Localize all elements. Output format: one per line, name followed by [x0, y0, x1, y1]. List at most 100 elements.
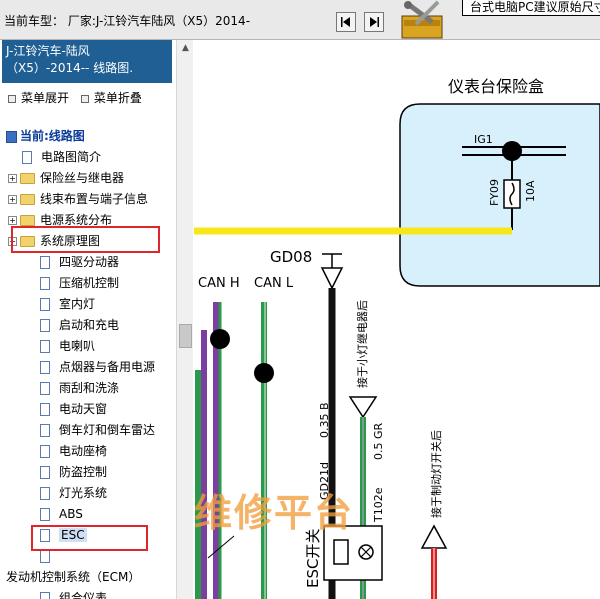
panel-title-line1: J-江铃汽车-陆风	[6, 44, 90, 58]
expand-icon[interactable]	[8, 94, 16, 103]
tree-item-label: 室内灯	[59, 297, 96, 311]
tree-item-label: 电动天窗	[59, 402, 108, 416]
esc-switch-label: ESC开关	[304, 529, 322, 588]
navigation-panel: J-江铃汽车-陆风 （X5）-2014-- 线路图. 菜单展开 菜单折叠 当前:…	[0, 40, 194, 599]
tree-item-label: 电源系统分布	[40, 213, 113, 227]
tree-item[interactable]: 倒车灯和倒车雷达	[40, 420, 155, 441]
top-note: 台式电脑PC建议原始尺寸浏览	[462, 0, 600, 16]
document-icon	[40, 319, 50, 332]
tree-item-power[interactable]: + 电源系统分布	[8, 210, 112, 231]
wire-label-t102e: T102e	[372, 487, 385, 523]
document-icon	[40, 382, 50, 395]
tree-item[interactable]: 压缩机控制	[40, 273, 119, 294]
tree-item[interactable]: 室内灯	[40, 294, 95, 315]
relay-note: 接于小灯继电器后	[356, 300, 369, 388]
tree-item[interactable]: 组合仪表	[40, 588, 107, 599]
tree-item-label: 电喇叭	[59, 339, 96, 353]
top-note-text: 台式电脑PC建议原始尺寸浏览	[470, 0, 600, 14]
tree-root-current[interactable]: 当前:线路图	[6, 126, 85, 147]
panel-header: J-江铃汽车-陆风 （X5）-2014-- 线路图.	[2, 40, 172, 83]
document-icon	[40, 445, 50, 458]
tree-item-fuses[interactable]: + 保险丝与继电器	[8, 168, 124, 189]
tree-item[interactable]: 防盗控制	[40, 462, 107, 483]
tree-item-label: 组合仪表	[59, 591, 108, 599]
tree-item[interactable]: 雨刮和洗涤	[40, 378, 119, 399]
tree-item-label: 线束布置与端子信息	[40, 192, 149, 206]
document-icon	[40, 298, 50, 311]
document-icon	[40, 529, 50, 542]
tree-item-ecm[interactable]: 发动机控制系统（ECM）	[6, 567, 140, 588]
fuse-box-shape	[399, 103, 600, 287]
wire-label-gd21d: GD21d	[318, 462, 331, 500]
tree-item[interactable]: 启动和充电	[40, 315, 119, 336]
expand-plus-icon[interactable]: +	[8, 216, 17, 225]
folder-icon	[20, 194, 35, 205]
menu-controls: 菜单展开 菜单折叠	[8, 89, 150, 106]
tree-item[interactable]: 电喇叭	[40, 336, 95, 357]
expand-plus-icon[interactable]: +	[8, 195, 17, 204]
book-icon	[6, 130, 17, 143]
fuse-circuit-label: IG1	[474, 133, 493, 146]
current-vehicle-label: 当前车型： 厂家:J-江铃汽车陆风（X5）2014-	[4, 14, 251, 28]
previous-arrow-icon	[341, 17, 350, 27]
next-button[interactable]	[364, 12, 384, 32]
scrollbar-thumb[interactable]	[179, 324, 192, 348]
previous-button[interactable]	[336, 12, 356, 32]
ground-label: GD08	[270, 248, 312, 266]
toolbox-logo	[394, 0, 456, 40]
document-icon	[40, 424, 50, 437]
tree-item-label: 电路图简介	[41, 150, 102, 164]
watermark-text: 维修平台	[194, 491, 355, 535]
can-h-label: CAN H	[198, 276, 240, 291]
top-bar: 当前车型： 厂家:J-江铃汽车陆风（X5）2014- 台式电脑PC建议原始尺寸浏…	[0, 0, 600, 40]
fuse-id-label: FY09	[488, 179, 501, 206]
document-icon	[22, 151, 32, 164]
folder-icon	[20, 173, 35, 184]
fuse-rating-label: 10A	[524, 180, 537, 202]
tree-item-abs[interactable]: ABS	[40, 504, 83, 525]
tree-item-harness[interactable]: + 线束布置与端子信息	[8, 189, 148, 210]
tree-item[interactable]: 电动天窗	[40, 399, 107, 420]
document-icon	[40, 508, 50, 521]
document-icon	[40, 256, 50, 269]
tree-item-label: 雨刮和洗涤	[59, 381, 120, 395]
tree-item[interactable]: 灯光系统	[40, 483, 107, 504]
tree-item-label-selected: ESC	[59, 528, 87, 542]
toolbox-icon	[401, 0, 443, 39]
menu-expand-button[interactable]: 菜单展开	[21, 91, 70, 105]
document-icon	[40, 361, 50, 374]
menu-collapse-button[interactable]: 菜单折叠	[93, 91, 142, 105]
junction-dot	[502, 141, 522, 161]
wiring-diagram: 仪表台保险盒 IG1 FY09 10A GD08 CAN H CAN L	[194, 77, 600, 599]
next-arrow-icon	[370, 17, 379, 27]
tree-item[interactable]: 点烟器与备用电源	[40, 357, 155, 378]
tree-item-label: 压缩机控制	[59, 276, 120, 290]
wiring-diagram-view: 仪表台保险盒 IG1 FY09 10A GD08 CAN H CAN L	[194, 40, 600, 599]
tree-item-label: 当前:线路图	[20, 129, 85, 143]
collapse-icon[interactable]	[80, 94, 89, 103]
tree-item-label: 保险丝与继电器	[40, 171, 125, 185]
highlight-box-esc	[31, 525, 148, 551]
tree-item[interactable]: 电动座椅	[40, 441, 107, 462]
tree-item-label: 启动和充电	[59, 318, 120, 332]
tree-item-esc[interactable]: ESC	[40, 525, 87, 546]
document-icon	[40, 403, 50, 416]
panel-title-line2: （X5）-2014-- 线路图.	[6, 61, 134, 75]
folder-icon	[20, 215, 35, 226]
document-icon	[40, 277, 50, 290]
scroll-up-arrow-icon[interactable]: ▲	[182, 43, 189, 53]
expand-plus-icon[interactable]: +	[8, 174, 17, 183]
brake-switch-note: 接于制动灯开关后	[429, 430, 443, 518]
highlight-box-system-schematics	[11, 226, 160, 253]
tree-item-label: 系统原理图	[40, 234, 101, 248]
wire-label-05gr: 0.5 GR	[372, 422, 385, 460]
tree-item-label: ABS	[59, 507, 83, 521]
document-icon	[40, 340, 50, 353]
vertical-scrollbar[interactable]: ▲	[176, 40, 193, 599]
open-folder-icon	[20, 236, 35, 247]
fuse-box-label: 仪表台保险盒	[448, 77, 544, 96]
document-icon	[40, 487, 50, 500]
tree-item[interactable]: 四驱分动器	[40, 252, 119, 273]
tree-item-intro[interactable]: 电路图简介	[22, 147, 101, 168]
document-icon	[40, 592, 50, 599]
